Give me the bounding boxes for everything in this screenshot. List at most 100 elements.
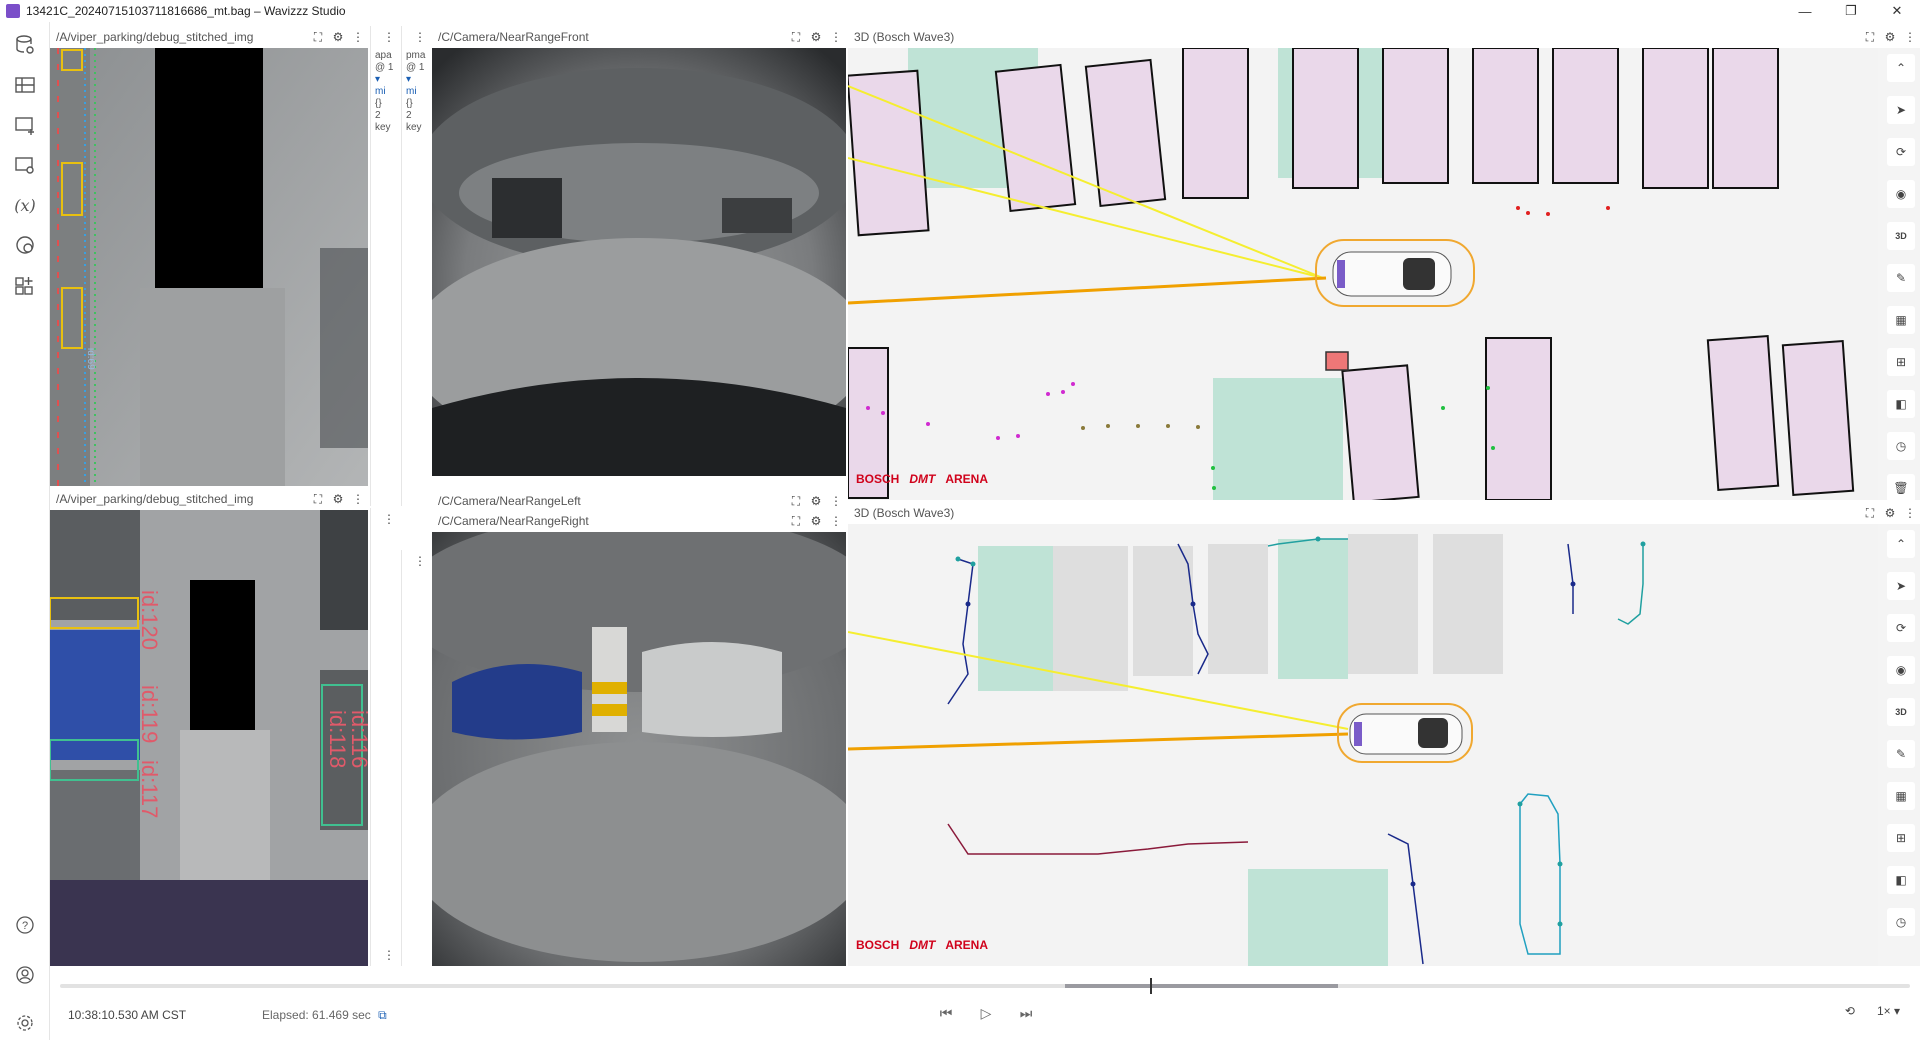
3d-scene: BOSCH DMT ARENA ⌃ ➤ ⟳ ◉ 3D ✎ ▦ ⊞ ◧ ◷ 🗑 — [848, 48, 1920, 500]
stitched-image-panel-top[interactable]: /A/viper_parking/debug_stitched_img ⛶ ⚙ … — [50, 26, 368, 486]
overlay-label: id:118 — [325, 710, 350, 768]
more-menu-icon[interactable]: ⋮ — [414, 554, 426, 568]
panel-header: 3D (Bosch Wave3) ⛶ ⚙ ⋮ — [848, 26, 1920, 48]
fullscreen-icon[interactable]: ⛶ — [1865, 29, 1875, 44]
gear-icon[interactable]: ⚙ — [1884, 30, 1896, 44]
seek-forward-icon[interactable]: ⏭ — [1019, 1004, 1033, 1021]
camera-right-panel[interactable]: /C/Camera/NearRangeRight ⛶ ⚙ ⋮ — [432, 510, 846, 966]
fullscreen-icon[interactable]: ⛶ — [313, 491, 323, 506]
gear-icon[interactable]: ⚙ — [810, 30, 822, 44]
fullscreen-icon[interactable]: ⛶ — [791, 493, 801, 508]
brand-logos: BOSCH DMT ARENA — [856, 472, 988, 486]
rays — [848, 631, 1349, 730]
panel-header: /C/Camera/NearRangeFront ⛶ ⚙ ⋮ — [432, 26, 846, 48]
more-menu-icon[interactable]: ⋮ — [414, 30, 426, 44]
more-menu-icon[interactable]: ⋮ — [1904, 506, 1916, 520]
settings-icon[interactable] — [12, 1010, 38, 1036]
more-menu-icon[interactable]: ⋮ — [1904, 30, 1916, 44]
3d-view-panel-top[interactable]: 3D (Bosch Wave3) ⛶ ⚙ ⋮ — [848, 26, 1920, 500]
gear-icon[interactable]: ⚙ — [332, 30, 344, 44]
extensions-icon[interactable] — [12, 152, 38, 178]
select-tool-icon[interactable]: ➤ — [1887, 572, 1915, 600]
history-icon[interactable]: ◷ — [1887, 908, 1915, 936]
gear-icon[interactable]: ⚙ — [810, 494, 822, 508]
layers-icon[interactable]: ◧ — [1887, 390, 1915, 418]
history-icon[interactable]: ◷ — [1887, 432, 1915, 460]
data-source-icon[interactable] — [12, 32, 38, 58]
loop-icon[interactable]: ⟲ — [1844, 1004, 1855, 1018]
layout-icon[interactable] — [12, 72, 38, 98]
measure-tool-icon[interactable]: ✎ — [1887, 740, 1915, 768]
map-icon[interactable]: ▦ — [1887, 306, 1915, 334]
collapse-toolbar-icon[interactable]: ⌃ — [1887, 530, 1915, 558]
playback-speed[interactable]: 1× ▾ — [1876, 1004, 1900, 1018]
overlay-label: id:117 — [137, 760, 162, 818]
seek-backward-icon[interactable]: ⏮ — [939, 1004, 953, 1021]
timeline-scrubber[interactable] — [60, 978, 1910, 994]
gear-icon[interactable]: ⚙ — [332, 492, 344, 506]
collapse-toolbar-icon[interactable]: ⌃ — [1887, 54, 1915, 82]
dmt-logo: DMT — [909, 472, 936, 486]
rotate-tool-icon[interactable]: ⟳ — [1887, 138, 1915, 166]
trajectory — [848, 276, 1327, 305]
timeline-cursor[interactable] — [1150, 978, 1152, 994]
select-tool-icon[interactable]: ➤ — [1887, 96, 1915, 124]
fullscreen-icon[interactable]: ⛶ — [791, 513, 801, 528]
measure-tool-icon[interactable]: ✎ — [1887, 264, 1915, 292]
stitched-image-panel-bottom[interactable]: /A/viper_parking/debug_stitched_img ⛶ ⚙ … — [50, 488, 368, 966]
app-extensions-icon[interactable] — [12, 272, 38, 298]
studio-logo-icon[interactable] — [12, 232, 38, 258]
panel-title: /A/viper_parking/debug_stitched_img — [56, 30, 254, 44]
brand-logos: BOSCH DMT ARENA — [856, 938, 988, 952]
layers-icon[interactable]: ◧ — [1887, 866, 1915, 894]
window-title: 13421C_20240715103711816686_mt.bag – Wav… — [26, 4, 346, 18]
copy-icon[interactable]: ⧉ — [378, 1008, 387, 1022]
more-menu-icon[interactable]: ⋮ — [383, 948, 395, 962]
play-icon[interactable]: ▷ — [980, 1004, 992, 1021]
app-logo-icon — [6, 4, 20, 18]
3d-view-panel-bottom[interactable]: 3D (Bosch Wave3) ⛶ ⚙ ⋮ — [848, 502, 1920, 966]
more-menu-icon[interactable]: ⋮ — [352, 492, 364, 506]
mouse-mode-icon[interactable]: ◉ — [1887, 180, 1915, 208]
panel-title: 3D (Bosch Wave3) — [854, 506, 955, 520]
fullscreen-icon[interactable]: ⛶ — [313, 29, 323, 44]
raw-message-panel-d[interactable]: ⋮ — [401, 550, 431, 966]
more-menu-icon[interactable]: ⋮ — [830, 494, 842, 508]
camera-left-panel[interactable]: /C/Camera/NearRangeLeft ⛶ ⚙ ⋮ — [432, 490, 846, 510]
panel-header: /C/Camera/NearRangeLeft ⛶ ⚙ ⋮ — [432, 490, 846, 510]
help-icon[interactable]: ? — [12, 912, 38, 938]
camera-front-panel[interactable]: /C/Camera/NearRangeFront ⛶ ⚙ ⋮ — [432, 26, 846, 476]
rays — [848, 85, 1324, 279]
overlay-label: id:120 — [137, 590, 162, 650]
variables-icon[interactable]: (𝑥) — [14, 195, 36, 215]
3d-toggle-button[interactable]: 3D — [1887, 222, 1915, 250]
account-icon[interactable] — [12, 962, 38, 988]
more-menu-icon[interactable]: ⋮ — [383, 512, 395, 526]
grid-icon[interactable]: ⊞ — [1887, 348, 1915, 376]
svg-text:?: ? — [22, 920, 28, 932]
fullscreen-icon[interactable]: ⛶ — [1865, 505, 1875, 520]
mouse-mode-icon[interactable]: ◉ — [1887, 656, 1915, 684]
maximize-button[interactable]: ❐ — [1845, 3, 1857, 18]
minimize-button[interactable]: — — [1798, 3, 1812, 19]
map-icon[interactable]: ▦ — [1887, 782, 1915, 810]
raw-message-panel-c[interactable]: ⋮ ⋮ — [370, 508, 400, 966]
close-button[interactable]: ✕ — [1891, 3, 1903, 18]
more-menu-icon[interactable]: ⋮ — [830, 514, 842, 528]
gear-icon[interactable]: ⚙ — [810, 514, 822, 528]
more-menu-icon[interactable]: ⋮ — [352, 30, 364, 44]
more-menu-icon[interactable]: ⋮ — [830, 30, 842, 44]
gear-icon[interactable]: ⚙ — [1884, 506, 1896, 520]
bosch-logo: BOSCH — [856, 472, 900, 486]
delete-icon[interactable]: 🗑 — [1887, 474, 1915, 500]
fullscreen-icon[interactable]: ⛶ — [791, 29, 801, 44]
add-panel-icon[interactable] — [12, 112, 38, 138]
3d-toggle-button[interactable]: 3D — [1887, 698, 1915, 726]
rotate-tool-icon[interactable]: ⟳ — [1887, 614, 1915, 642]
camera-image — [432, 532, 846, 966]
more-menu-icon[interactable]: ⋮ — [383, 30, 395, 44]
grid-icon[interactable]: ⊞ — [1887, 824, 1915, 852]
